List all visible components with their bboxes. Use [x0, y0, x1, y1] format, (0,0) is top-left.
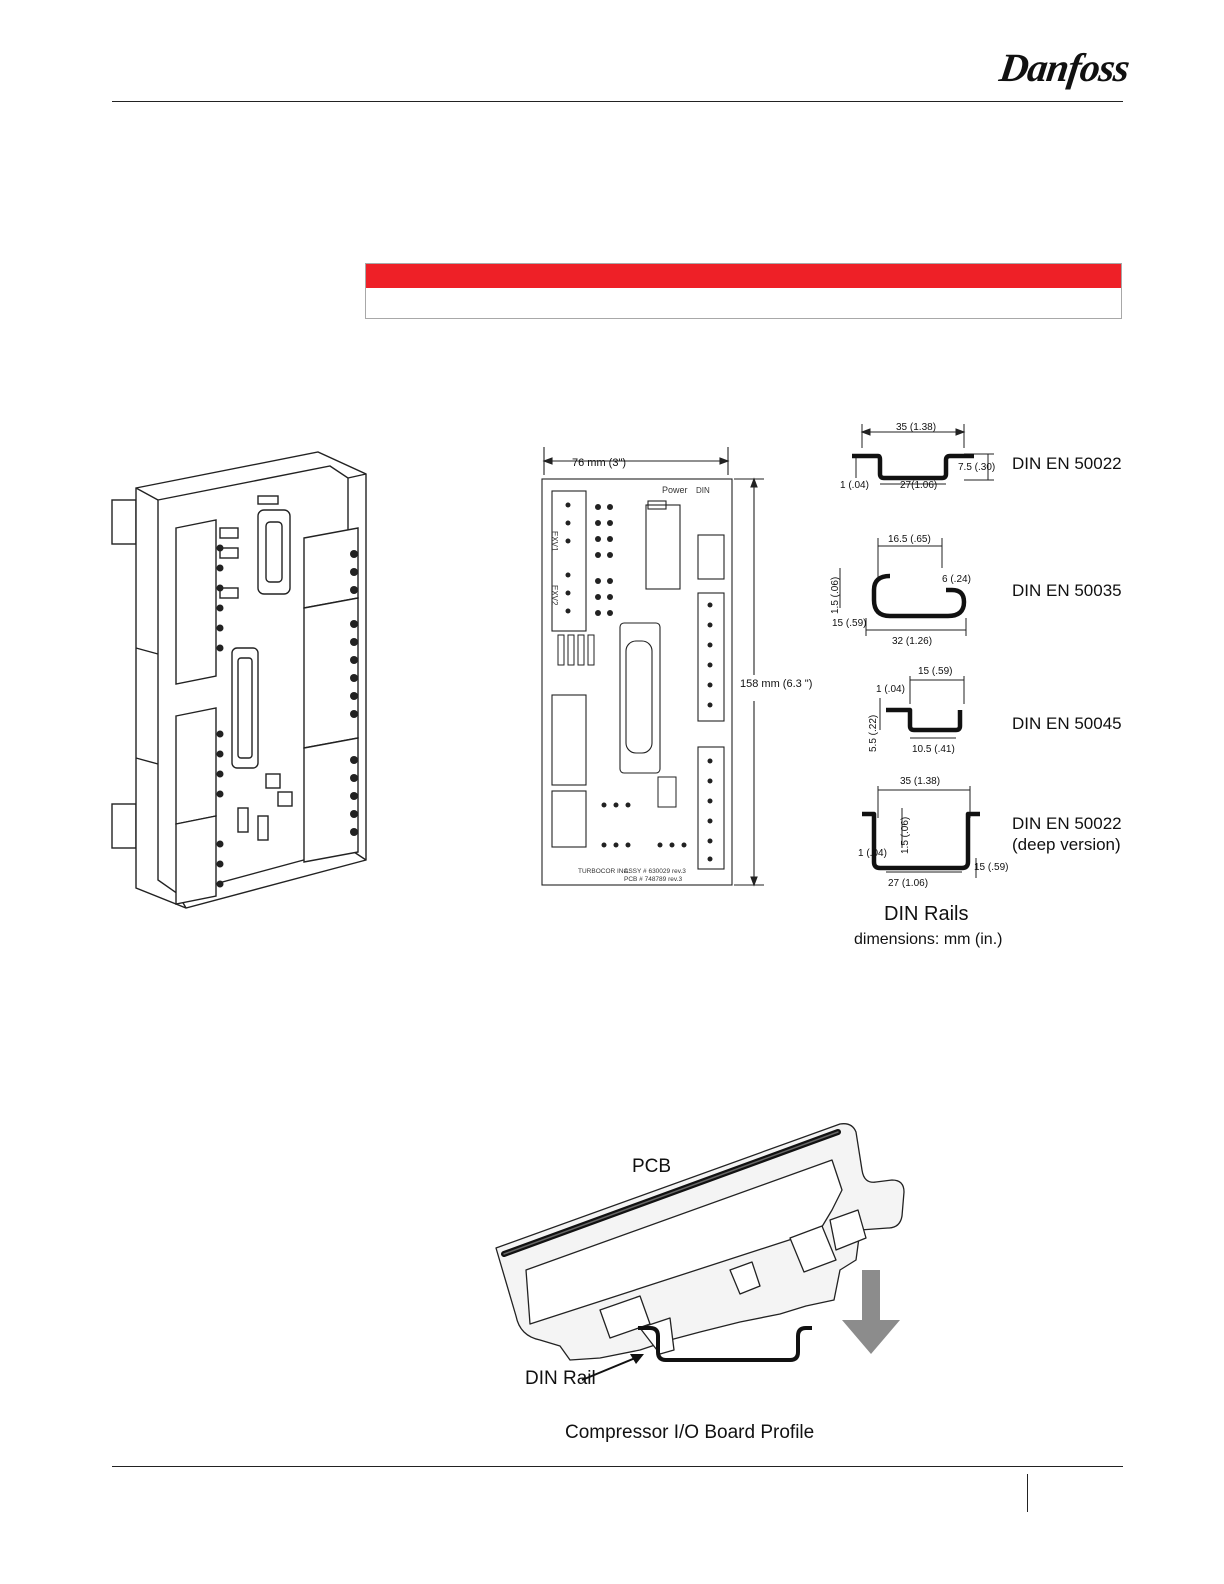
silk-exv2: EXV2 [550, 585, 559, 606]
rail2-dim-lip: 6 (.24) [942, 574, 971, 585]
rail4-dim-height: 15 (.59) [974, 862, 1008, 873]
pcb-label: PCB [632, 1156, 672, 1177]
silk-power: Power [662, 485, 688, 495]
board-width-label: 76 mm (3") [572, 457, 626, 469]
din-rail-profiles: 35 (1.38) 7.5 (.30) 1 (.04) 27(1.06) 16.… [830, 422, 1008, 888]
rail2-dim-thickness: 1.5 (.06) [830, 577, 841, 614]
silk-exv1: EXV1 [550, 531, 559, 552]
silk-assy: ASSY # 630029 rev.3 [624, 868, 686, 875]
rail4-name-note: (deep version) [1012, 835, 1121, 854]
rail3-dim-height: 5.5 (.22) [868, 715, 879, 752]
io-board-3d-illustration [111, 451, 367, 909]
din-rail-label: DIN Rail [525, 1368, 596, 1389]
rail1-dim-thickness: 1 (.04) [840, 480, 869, 491]
rail3-dim-thickness: 1 (.04) [876, 684, 905, 695]
board-dimension-drawing: 76 mm (3") Power DIN TURBOCOR INC. ASSY … [541, 447, 764, 887]
silk-pcb: PCB # 748789 rev.3 [624, 876, 682, 883]
rail4-dim-thickness: 1.5 (.06) [900, 817, 911, 854]
board-profile-illustration [495, 1123, 905, 1381]
rail1-dim-width: 35 (1.38) [896, 422, 936, 433]
din-rails-title: DIN Rails [884, 903, 969, 925]
header-rule [112, 101, 1123, 102]
rail1-dim-inner: 27(1.06) [900, 480, 937, 491]
rail2-dim-overall: 32 (1.26) [892, 636, 932, 647]
board-height-label: 158 mm (6.3 ") [740, 678, 813, 690]
danfoss-logo: Danfoss [996, 45, 1132, 90]
footer-rule [112, 1466, 1123, 1467]
rail4-dim-width: 35 (1.38) [900, 776, 940, 787]
rail3-dim-width: 15 (.59) [918, 666, 952, 677]
din-rails-subtitle: dimensions: mm (in.) [854, 931, 1003, 948]
warning-header-bar [366, 264, 1121, 288]
rail2-dim-height: 15 (.59) [832, 618, 866, 629]
profile-caption: Compressor I/O Board Profile [565, 1422, 815, 1443]
rail1-dim-height: 7.5 (.30) [958, 462, 995, 473]
warning-box [365, 263, 1122, 319]
rail2-name: DIN EN 50035 [1012, 581, 1122, 600]
rail1-name: DIN EN 50022 [1012, 454, 1122, 473]
silk-din: DIN [696, 486, 710, 495]
rail4-dim-inner: 27 (1.06) [888, 878, 928, 888]
page-number-divider [1027, 1474, 1028, 1512]
rail3-dim-inner: 10.5 (.41) [912, 744, 955, 755]
rail3-name: DIN EN 50045 [1012, 714, 1122, 733]
rail4-dim-lip: 1 (.04) [858, 848, 887, 859]
rail4-name: DIN EN 50022 [1012, 814, 1122, 833]
silk-maker: TURBOCOR INC. [578, 868, 630, 875]
rail2-dim-width: 16.5 (.65) [888, 534, 931, 545]
